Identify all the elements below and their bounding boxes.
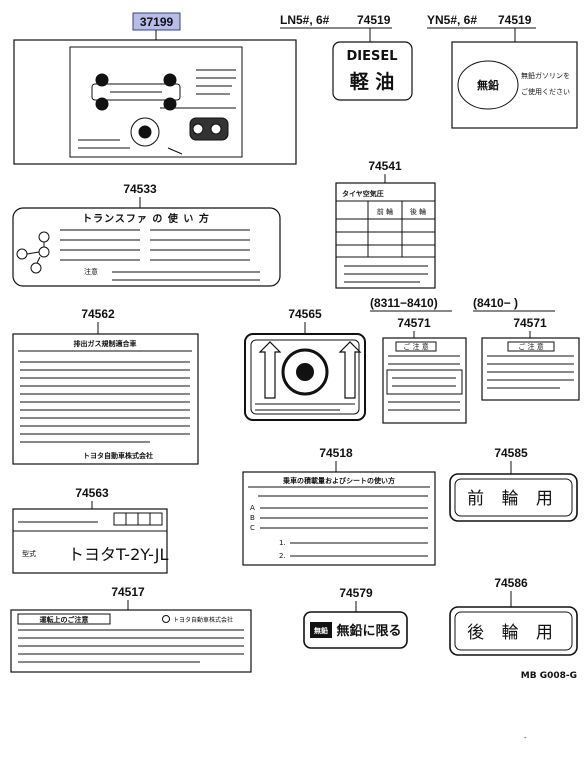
part-number-74541[interactable]: 74541 <box>368 159 402 173</box>
label-74579-unleaded-only <box>303 611 408 649</box>
label-74519-diesel <box>332 41 413 101</box>
label-37199 <box>13 39 297 165</box>
diagram-code: MB G008-G <box>521 671 577 681</box>
part-number-74571-b[interactable]: 74571 <box>513 316 547 330</box>
part-number-74562[interactable]: 74562 <box>81 307 115 321</box>
label-text-emission-title: 排出ガス規制適合車 <box>74 339 137 348</box>
part-number-74519-b[interactable]: 74519 <box>498 13 532 27</box>
label-text-transfer-note: 注意 <box>84 267 98 276</box>
label-text-model-code: トヨタT-2Y-JL <box>68 545 169 564</box>
part-number-74565[interactable]: 74565 <box>288 307 322 321</box>
label-text-b: B <box>250 514 255 522</box>
label-text-seat-title: 乗車の積載量およびシートの使い方 <box>282 476 395 485</box>
part-number-74533[interactable]: 74533 <box>123 182 157 196</box>
label-text-unleaded-badge: 無鉛 <box>314 626 328 635</box>
label-74517-driving <box>10 609 252 673</box>
label-text-unleaded-only: 無鉛に限る <box>336 623 401 639</box>
label-text-driving-title: 運転上のご注意 <box>40 615 89 624</box>
qualifier-ln5: LN5#, 6# <box>280 13 330 27</box>
qualifier-range1: (8311−8410) <box>370 296 438 310</box>
label-text-tire-front: 前 輪 <box>377 207 393 216</box>
label-text-2: 2. <box>279 552 286 560</box>
chassis-illustration <box>91 73 229 155</box>
qualifier-yn5: YN5#, 6# <box>427 13 477 27</box>
label-text-transfer-title: トランスファ の 使 い 方 <box>82 212 210 225</box>
label-text-muen-note2: ご使用ください <box>521 87 570 96</box>
part-number-74585[interactable]: 74585 <box>494 446 528 460</box>
label-74585-front-wheel <box>449 473 578 522</box>
part-number-74518[interactable]: 74518 <box>319 446 353 460</box>
stray-dash: - <box>524 734 527 742</box>
label-text-1: 1. <box>279 539 286 547</box>
label-74562-emission <box>12 333 199 465</box>
label-text-model-code-label: 型式 <box>22 549 36 558</box>
label-74565-shift <box>244 333 366 421</box>
label-text-tire-rear: 後 輪 <box>410 207 426 216</box>
label-74533-transfer <box>12 207 281 287</box>
label-74518-seat <box>242 471 436 566</box>
label-text-front-wheel: 前 輪 用 <box>467 489 559 509</box>
label-74519-unleaded <box>451 41 578 129</box>
part-number-74586[interactable]: 74586 <box>494 576 528 590</box>
label-74541-tire-pressure <box>335 182 436 289</box>
part-number-74517[interactable]: 74517 <box>111 585 145 599</box>
qualifier-range2: (8410− ) <box>473 296 518 310</box>
label-74563-model <box>12 508 168 574</box>
part-number-74579[interactable]: 74579 <box>339 586 373 600</box>
label-text-keiyu: 軽 油 <box>350 71 395 93</box>
part-number-37199[interactable]: 37199 <box>140 15 174 29</box>
label-text-chuui-a: ご 注 意 <box>403 342 428 351</box>
label-74586-rear-wheel <box>449 606 578 656</box>
part-number-74571-a[interactable]: 74571 <box>397 316 431 330</box>
part-number-74519-a[interactable]: 74519 <box>357 13 391 27</box>
label-text-muen-note1: 無鉛ガソリンを <box>521 71 570 80</box>
label-74571-b <box>481 337 580 401</box>
label-text-a: A <box>250 504 255 512</box>
part-number-74563[interactable]: 74563 <box>75 486 109 500</box>
label-text-c: C <box>250 524 255 532</box>
shift-dial-icon <box>255 341 362 411</box>
label-74571-a <box>382 337 467 424</box>
label-text-muen: 無鉛 <box>477 78 499 92</box>
label-text-emission-company: トヨタ自動車株式会社 <box>83 451 153 460</box>
label-text-diesel: DIESEL <box>346 49 397 64</box>
label-text-rear-wheel: 後 輪 用 <box>467 623 559 643</box>
label-text-driving-company: トヨタ自動車株式会社 <box>173 616 233 624</box>
label-text-tire-title: タイヤ空気圧 <box>342 189 384 198</box>
shift-pattern-icon <box>16 231 50 274</box>
label-text-chuui-b: ご 注 意 <box>518 342 543 351</box>
